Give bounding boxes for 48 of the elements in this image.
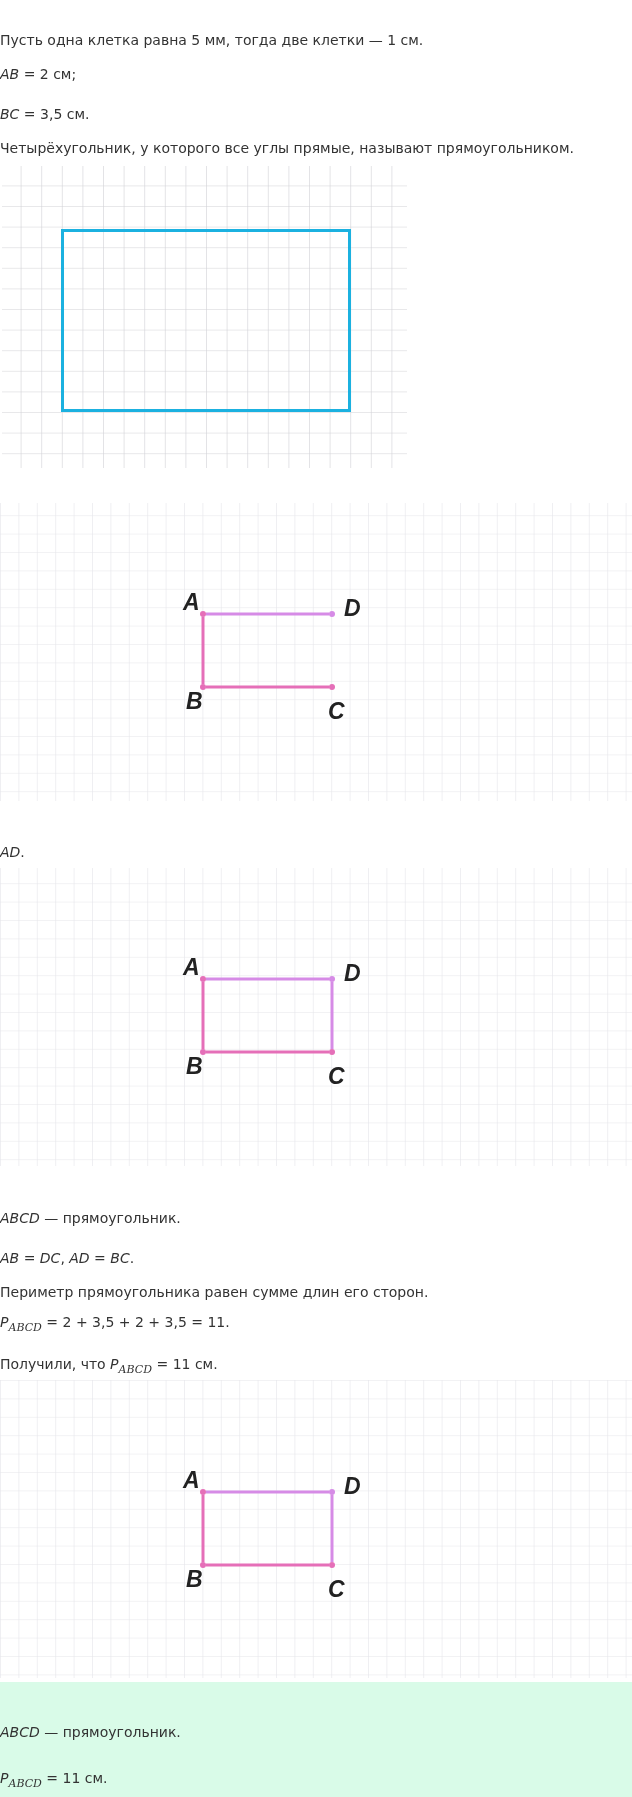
- vertex-point: [329, 1049, 335, 1055]
- solution-text: AB = 2 см;: [0, 65, 77, 84]
- point-label: A: [183, 1468, 200, 1492]
- point-label: D: [344, 1474, 361, 1498]
- vertex-point: [329, 976, 335, 982]
- solution-text: AB = DC, AD = BC.: [0, 1249, 135, 1268]
- definition-text: Четырёхугольник, у которого все углы прямые, называют прямоугольником.: [0, 139, 574, 158]
- line-segment: [206, 1050, 329, 1054]
- vertex-point: [200, 1562, 206, 1568]
- line-segment: [201, 1495, 205, 1562]
- vertex-point: [200, 611, 206, 617]
- vertex-point: [329, 611, 335, 617]
- vertex-point: [329, 1562, 335, 1568]
- solution-text: Получили, что P$_{ABCD}$ = 11 см.: [0, 1355, 218, 1378]
- solution-text: BC = 3,5 см.: [0, 105, 90, 124]
- line-segment: [206, 612, 329, 616]
- solution-text: P$_{ABCD}$ = 2 + 3,5 + 2 + 3,5 = 11.: [0, 1313, 230, 1336]
- line-segment: [206, 1490, 329, 1494]
- line-segment: [330, 982, 334, 1049]
- line-segment: [206, 977, 329, 981]
- line-segment: [330, 1495, 334, 1562]
- vertex-point: [329, 684, 335, 690]
- vertex-point: [329, 1489, 335, 1495]
- vertex-point: [200, 1489, 206, 1495]
- vertex-point: [200, 1049, 206, 1055]
- line-segment: [201, 617, 205, 684]
- solution-text: AD.: [0, 843, 25, 862]
- line-segment: [206, 685, 329, 689]
- point-label: C: [328, 1577, 345, 1601]
- solution-text: ABCD — прямоугольник.: [0, 1723, 181, 1742]
- solution-text: ABCD — прямоугольник.: [0, 1209, 181, 1228]
- point-label: A: [183, 955, 200, 979]
- line-segment: [201, 982, 205, 1049]
- point-label: D: [344, 961, 361, 985]
- solution-text: Пусть одна клетка равна 5 мм, тогда две клетки — 1 см.: [0, 31, 424, 50]
- point-label: B: [186, 689, 203, 713]
- point-label: B: [186, 1054, 203, 1078]
- rectangle-shape: [61, 229, 351, 412]
- point-label: D: [344, 596, 361, 620]
- point-label: C: [328, 1064, 345, 1088]
- solution-text: P$_{ABCD}$ = 11 см.: [0, 1769, 108, 1792]
- point-label: B: [186, 1567, 203, 1591]
- point-label: C: [328, 699, 345, 723]
- point-label: A: [183, 590, 200, 614]
- vertex-point: [200, 976, 206, 982]
- vertex-point: [200, 684, 206, 690]
- line-segment: [206, 1563, 329, 1567]
- definition-text: Периметр прямоугольника равен сумме длин его сторон.: [0, 1283, 429, 1302]
